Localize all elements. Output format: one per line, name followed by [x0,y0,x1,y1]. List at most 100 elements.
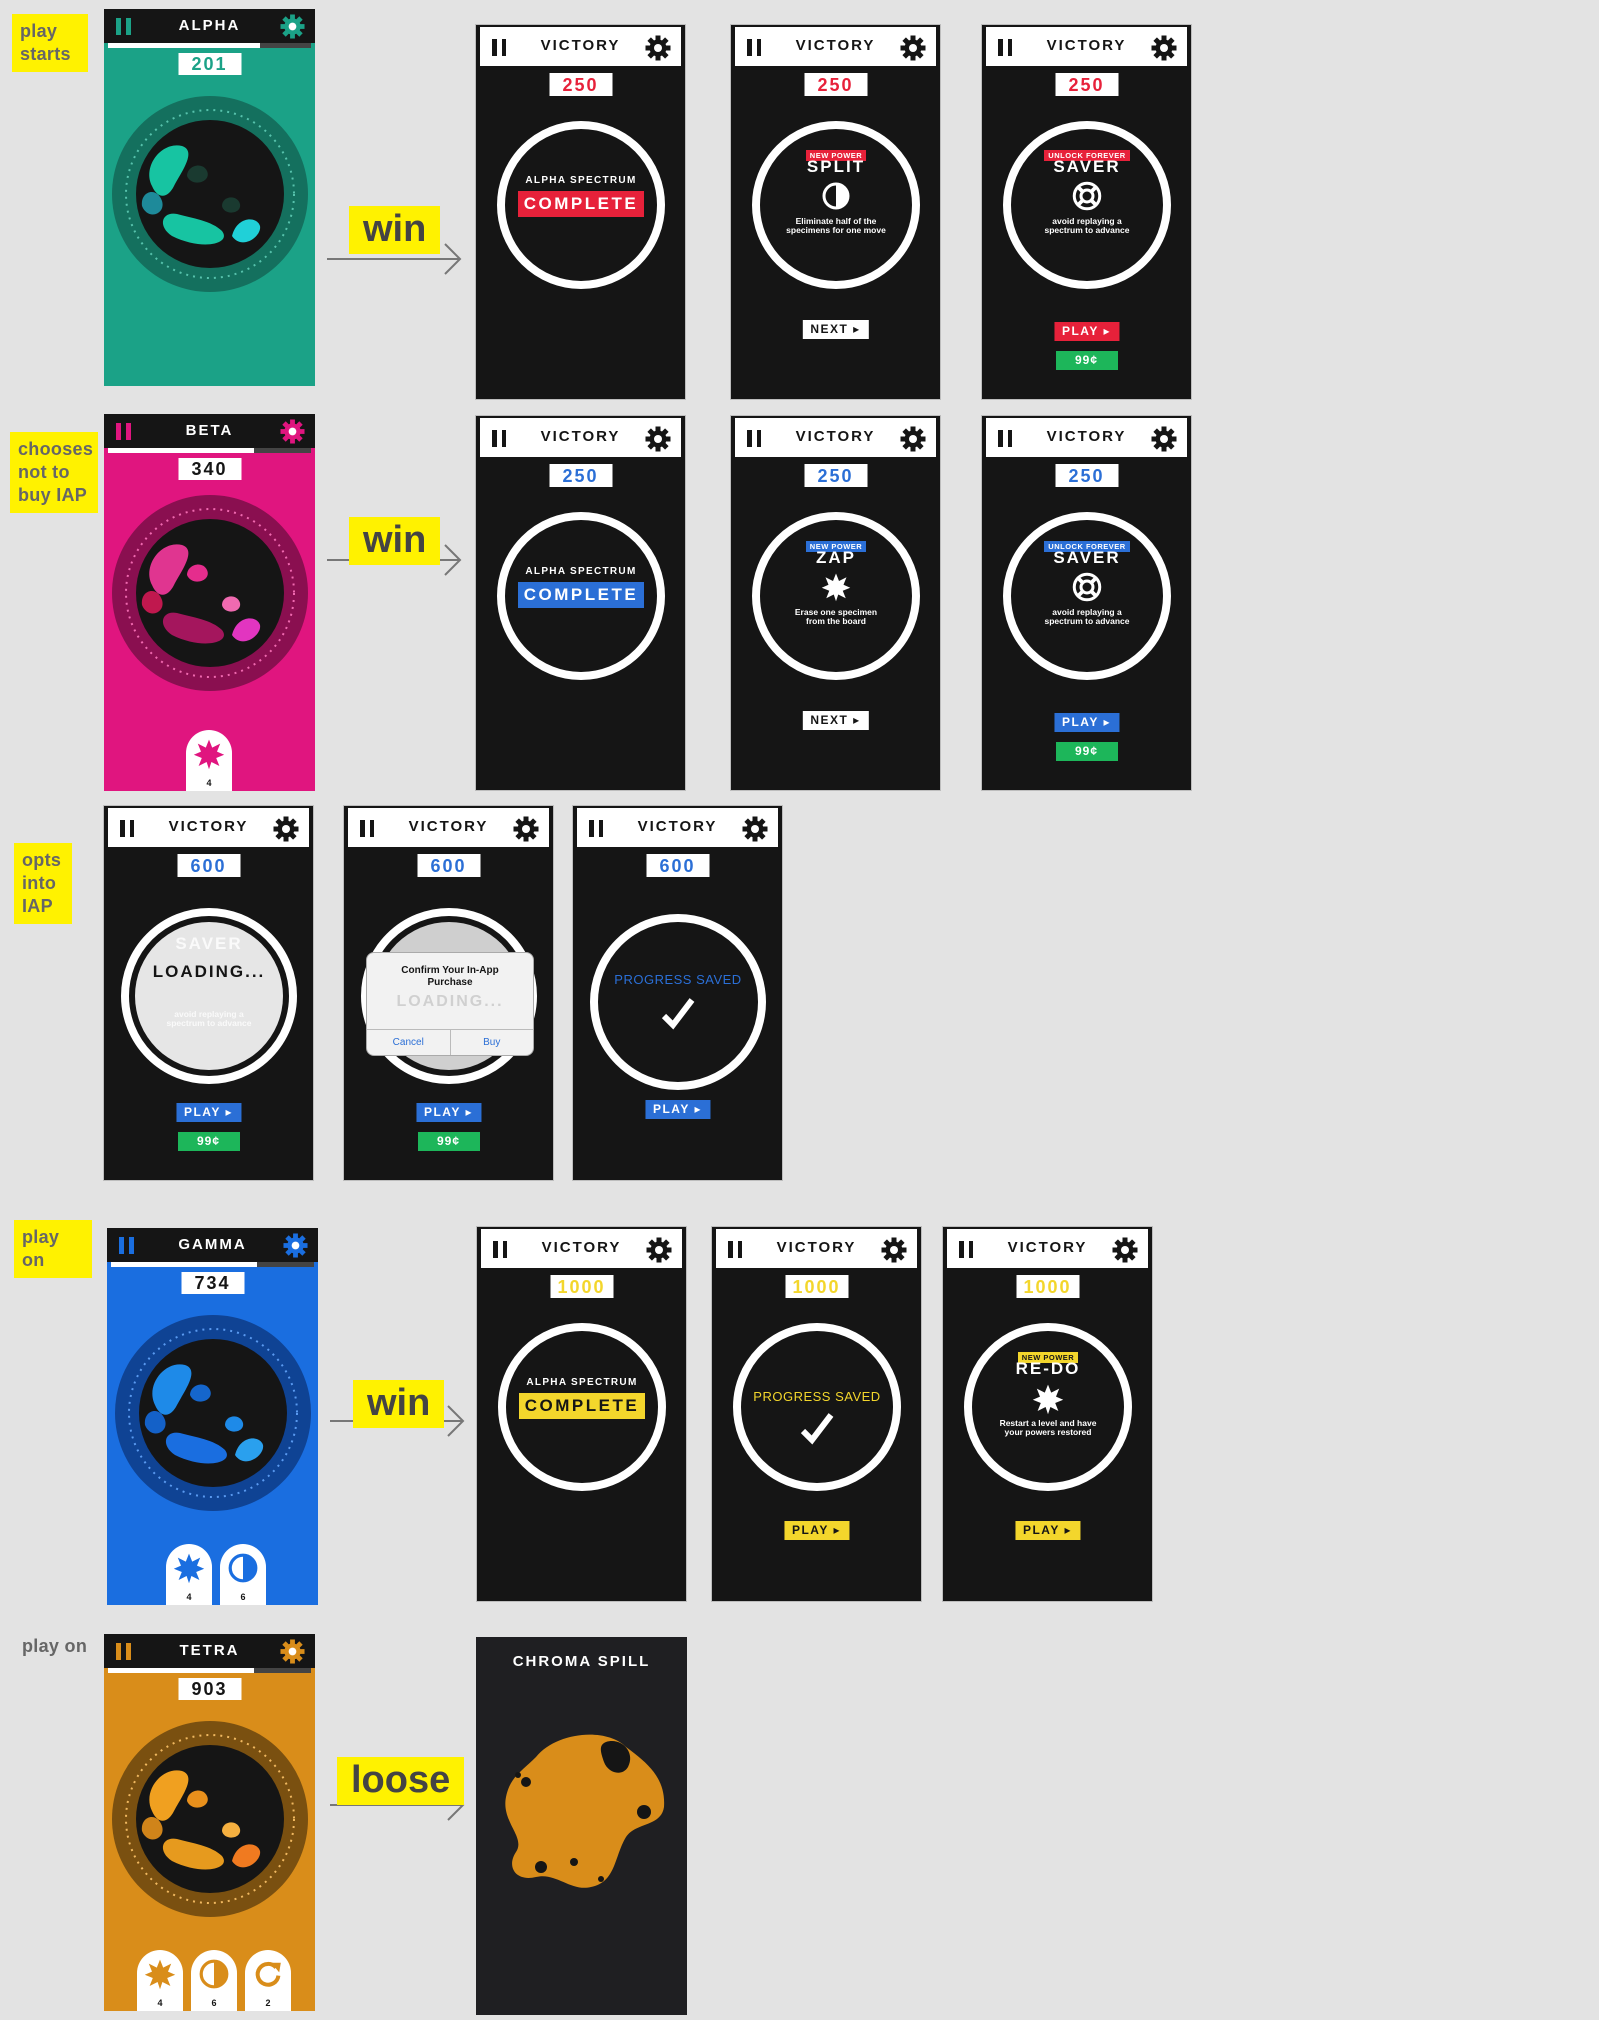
specimen-board[interactable] [112,1721,308,1917]
play-button[interactable]: PLAY ▸ [1053,713,1120,732]
gear-icon[interactable] [280,1639,305,1664]
price-button[interactable]: 99¢ [1055,742,1118,761]
level-title: ALPHA [178,17,241,34]
victory-screen-iap-confirm: VICTORY 600 Confirm Your In-App Purchase… [343,805,554,1181]
pause-icon[interactable] [116,18,132,35]
arrow-label-win: win [353,1380,445,1428]
specimen-board[interactable] [112,96,308,292]
gear-icon[interactable] [645,426,671,452]
score: 1000 [1016,1275,1079,1298]
gear-icon[interactable] [900,35,926,61]
victory-title: VICTORY [540,428,621,445]
result-ring: NEW POWER RE-DO Restart a level and have… [964,1323,1132,1491]
pause-icon[interactable] [747,39,761,56]
zap-icon [173,1552,205,1584]
pause-icon[interactable] [116,423,132,440]
pause-icon[interactable] [493,1241,507,1258]
result-ring: ALPHA SPECTRUM COMPLETE [497,512,665,680]
power-button-split[interactable]: 6 [220,1544,266,1605]
pause-icon[interactable] [119,1237,135,1254]
level-title: GAMMA [178,1236,247,1253]
power-button-zap[interactable]: 4 [137,1950,183,2011]
power-button-zap[interactable]: 4 [186,730,232,791]
complete-badge: COMPLETE [517,191,645,217]
game-header: GAMMA [107,1228,318,1262]
gear-icon[interactable] [742,816,768,842]
power-button-split[interactable]: 6 [191,1950,237,2011]
split-icon [821,181,851,211]
play-button[interactable]: PLAY ▸ [1014,1521,1081,1540]
play-button[interactable]: PLAY ▸ [1053,322,1120,341]
power-count: 4 [157,1998,163,2008]
gear-icon[interactable] [1151,426,1177,452]
arrow-label-loose: loose [337,1757,465,1805]
score: 734 [181,1272,244,1294]
note-opts-into-iap: opts into IAP [14,843,72,924]
score: 250 [804,464,867,487]
price-button[interactable]: 99¢ [417,1132,480,1151]
gear-icon[interactable] [513,816,539,842]
victory-screen-complete: VICTORY 250 ALPHA SPECTRUM COMPLETE [475,24,686,400]
gear-icon[interactable] [900,426,926,452]
pause-icon[interactable] [747,430,761,447]
pause-icon[interactable] [589,820,603,837]
score: 600 [417,854,480,877]
pause-icon[interactable] [360,820,374,837]
victory-header: VICTORY [480,418,681,463]
play-button[interactable]: PLAY ▸ [783,1521,850,1540]
gear-icon[interactable] [280,14,305,39]
next-button[interactable]: NEXT ▸ [802,711,869,730]
game-screen-alpha: ALPHA 201 [104,9,315,386]
pause-icon[interactable] [728,1241,742,1258]
spectrum-label: ALPHA SPECTRUM [525,566,637,577]
unlock-forever-tag: UNLOCK FOREVER [1044,150,1130,161]
power-description: Erase one specimen from the board [794,607,878,626]
pause-icon[interactable] [959,1241,973,1258]
victory-title: VICTORY [1007,1239,1088,1256]
result-ring: NEW POWER SPLIT Eliminate half of the sp… [752,121,920,289]
pause-icon[interactable] [492,39,506,56]
dialog-title: Confirm Your In-App Purchase [401,965,499,988]
specimen-board[interactable] [115,1315,311,1511]
price-button[interactable]: 99¢ [177,1132,240,1151]
gear-icon[interactable] [646,1237,672,1263]
progress-saved-label: PROGRESS SAVED [753,1389,881,1404]
play-button[interactable]: PLAY ▸ [415,1103,482,1122]
specimen-board[interactable] [112,495,308,691]
power-button-zap[interactable]: 4 [166,1544,212,1605]
play-button[interactable]: PLAY ▸ [644,1100,711,1119]
gear-icon[interactable] [881,1237,907,1263]
checkmark-icon [661,998,695,1030]
game-header: BETA [104,414,315,448]
play-button[interactable]: PLAY ▸ [175,1103,242,1122]
victory-header: VICTORY [348,808,549,853]
buy-button[interactable]: Buy [449,1030,534,1055]
pause-icon[interactable] [116,1643,132,1660]
gear-icon[interactable] [283,1233,308,1258]
gear-icon[interactable] [1112,1237,1138,1263]
victory-screen-unlock-offer: VICTORY 250 UNLOCK FOREVER SAVER avoid r… [981,24,1192,400]
split-icon [227,1552,259,1584]
note-play-on: play on [14,1220,92,1278]
pause-icon[interactable] [492,430,506,447]
pause-icon[interactable] [998,39,1012,56]
victory-header: VICTORY [716,1229,917,1274]
unlock-description: avoid replaying a spectrum to advance [1044,607,1130,626]
victory-title: VICTORY [540,37,621,54]
gear-icon[interactable] [273,816,299,842]
gear-icon[interactable] [280,419,305,444]
result-ring: PROGRESS SAVED [590,914,766,1090]
price-button[interactable]: 99¢ [1055,351,1118,370]
gear-icon[interactable] [645,35,671,61]
result-ring: ALPHA SPECTRUM COMPLETE [497,121,665,289]
pause-icon[interactable] [120,820,134,837]
pause-icon[interactable] [998,430,1012,447]
gear-icon[interactable] [1151,35,1177,61]
power-name: ZAP [816,548,856,567]
saver-icon [1072,572,1102,602]
note-play-starts: play starts [12,14,88,72]
cancel-button[interactable]: Cancel [392,1037,424,1048]
power-button-redo[interactable]: 2 [245,1950,291,2011]
arrow-label-win: win [349,206,441,254]
next-button[interactable]: NEXT ▸ [802,320,869,339]
